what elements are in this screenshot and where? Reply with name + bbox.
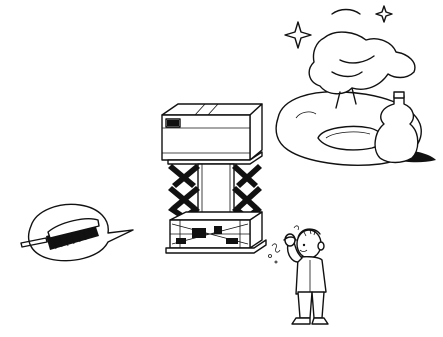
motion-arc: [332, 10, 360, 15]
sparkle-large: [285, 22, 311, 48]
person-hand: [285, 234, 295, 246]
lift-top-box: [162, 104, 262, 160]
sparkle-small: [376, 6, 392, 22]
dust-squiggle-2: [294, 226, 299, 230]
person-torso: [296, 257, 326, 294]
scissor-lift-device-icon: [162, 104, 266, 253]
brush-speech-bubble-icon: [21, 204, 133, 260]
person-cleaning-hands-icon: [269, 226, 329, 324]
person-leg-left: [298, 292, 312, 318]
person-leg-right: [312, 292, 324, 318]
lift-base-box: [170, 212, 262, 248]
person-shoe-right: [312, 318, 328, 324]
cleaning-cloth: [309, 32, 415, 94]
dust-squiggle: [272, 244, 280, 252]
person-shoe-left: [292, 318, 310, 324]
cleaning-cloth-on-cushion-icon: [276, 32, 436, 165]
person-ear: [318, 242, 324, 250]
person-head: [297, 230, 321, 258]
